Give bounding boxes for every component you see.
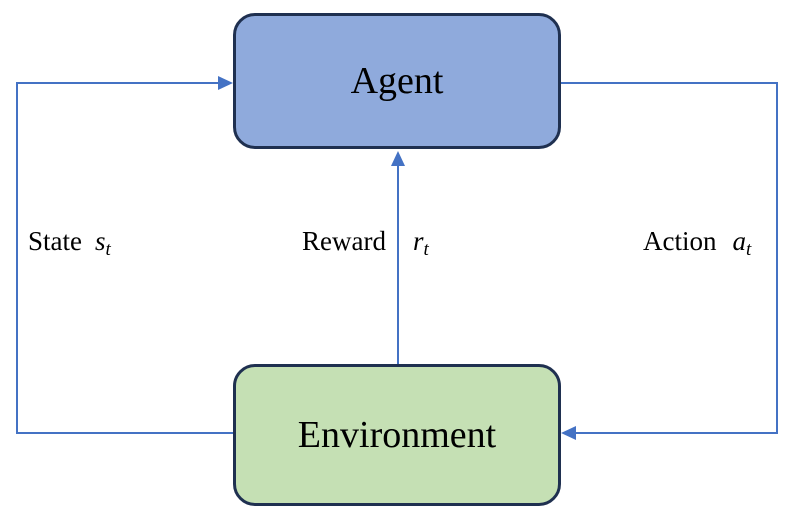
- state-symbol: s: [95, 226, 106, 256]
- reward-arrow: [391, 151, 405, 364]
- node-environment: Environment: [233, 364, 561, 506]
- reward-subscript: t: [423, 239, 429, 260]
- reward-symbol: r: [412, 226, 424, 256]
- state-arrow: [16, 76, 233, 434]
- reward-label-word: Reward: [302, 226, 386, 256]
- action-subscript: t: [746, 239, 752, 260]
- node-agent: Agent: [233, 13, 561, 149]
- node-environment-label: Environment: [297, 414, 497, 456]
- node-agent-label: Agent: [350, 60, 444, 102]
- action-label-word: Action: [643, 226, 717, 256]
- action-arrow: [561, 82, 778, 440]
- state-label-word: State: [28, 226, 82, 256]
- action-symbol: a: [732, 226, 747, 256]
- state-subscript: t: [105, 239, 111, 260]
